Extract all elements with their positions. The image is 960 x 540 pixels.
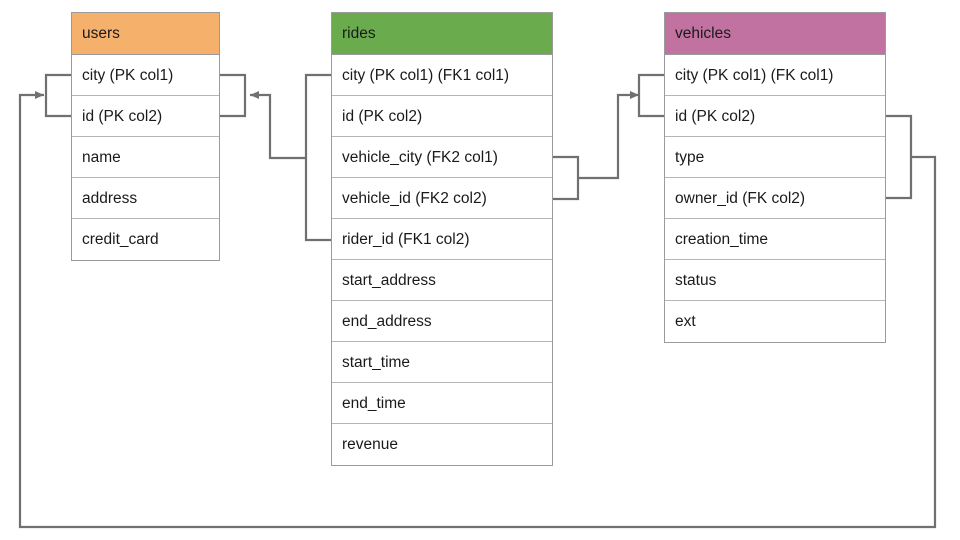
table-rides-header: rides xyxy=(332,13,552,55)
rides-fk1-bracket xyxy=(304,73,331,242)
table-rides-column-vehicle-id[interactable]: vehicle_id (FK2 col2) xyxy=(332,178,552,219)
table-vehicles-column-id[interactable]: id (PK col2) xyxy=(665,96,885,137)
table-rides-column-id[interactable]: id (PK col2) xyxy=(332,96,552,137)
table-vehicles-column-status[interactable]: status xyxy=(665,260,885,301)
table-vehicles[interactable]: vehicles city (PK col1) (FK col1) id (PK… xyxy=(664,12,886,343)
table-users[interactable]: users city (PK col1) id (PK col2) name a… xyxy=(71,12,220,261)
table-rides-column-start-time[interactable]: start_time xyxy=(332,342,552,383)
table-users-column-name[interactable]: name xyxy=(72,137,219,178)
table-users-column-city[interactable]: city (PK col1) xyxy=(72,55,219,96)
table-rides-column-rider-id[interactable]: rider_id (FK1 col2) xyxy=(332,219,552,260)
table-rides-column-start-address[interactable]: start_address xyxy=(332,260,552,301)
vehicles-right-bracket xyxy=(886,114,913,200)
table-rides-column-revenue[interactable]: revenue xyxy=(342,436,399,453)
users-left-bracket xyxy=(44,73,71,118)
table-vehicles-column-creation-time[interactable]: creation_time xyxy=(665,219,885,260)
table-users-column-credit-card[interactable]: credit_card xyxy=(82,231,159,248)
table-users-header: users xyxy=(72,13,219,55)
users-right-bracket xyxy=(220,73,247,118)
table-vehicles-column-type[interactable]: type xyxy=(665,137,885,178)
rides-fk2-bracket xyxy=(553,155,580,201)
table-rides-column-end-address[interactable]: end_address xyxy=(332,301,552,342)
table-users-column-address[interactable]: address xyxy=(72,178,219,219)
table-rides-column-city[interactable]: city (PK col1) (FK1 col1) xyxy=(332,55,552,96)
table-vehicles-column-city[interactable]: city (PK col1) (FK col1) xyxy=(665,55,885,96)
table-rides-column-vehicle-city[interactable]: vehicle_city (FK2 col1) xyxy=(332,137,552,178)
table-vehicles-header: vehicles xyxy=(665,13,885,55)
rides-fk2-to-vehicles-link xyxy=(578,91,639,180)
table-vehicles-column-owner-id[interactable]: owner_id (FK col2) xyxy=(665,178,885,219)
table-users-column-id[interactable]: id (PK col2) xyxy=(72,96,219,137)
table-vehicles-column-ext[interactable]: ext xyxy=(675,313,696,330)
vehicles-left-bracket xyxy=(637,73,664,118)
table-rides-column-end-time[interactable]: end_time xyxy=(332,383,552,424)
rides-fk1-to-users-link xyxy=(250,91,306,160)
table-rides[interactable]: rides city (PK col1) (FK1 col1) id (PK c… xyxy=(331,12,553,466)
